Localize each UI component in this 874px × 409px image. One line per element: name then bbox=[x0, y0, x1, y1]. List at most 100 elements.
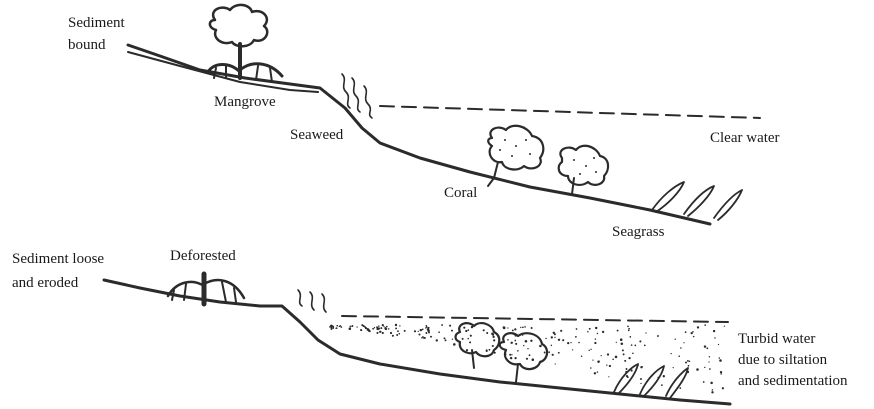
sediment-speck bbox=[397, 330, 399, 332]
sediment-speck bbox=[422, 328, 424, 330]
sediment-speck bbox=[709, 368, 711, 370]
sediment-speck bbox=[548, 351, 550, 353]
label-sediment-loose-line2: and eroded bbox=[12, 275, 78, 292]
sediment-speck bbox=[462, 338, 464, 340]
sediment-speck bbox=[489, 349, 491, 351]
sediment-speck bbox=[453, 343, 456, 346]
sediment-speck bbox=[510, 342, 512, 344]
sediment-speck bbox=[558, 339, 560, 341]
sediment-speck bbox=[374, 327, 375, 328]
sediment-speck bbox=[626, 375, 628, 377]
sediment-speck bbox=[632, 353, 634, 355]
bottom-coral-2 bbox=[500, 333, 547, 382]
sediment-speck bbox=[629, 336, 631, 338]
sediment-speck bbox=[420, 329, 422, 331]
sediment-speck bbox=[492, 345, 494, 347]
sediment-speck bbox=[469, 341, 471, 343]
sediment-speck bbox=[522, 326, 524, 328]
sediment-speck bbox=[555, 363, 556, 364]
sediment-speck bbox=[530, 340, 532, 342]
sediment-speck bbox=[511, 354, 512, 355]
sediment-speck bbox=[523, 345, 524, 346]
sediment-speck bbox=[510, 357, 512, 359]
sediment-speck bbox=[539, 345, 542, 348]
sediment-speck bbox=[467, 338, 469, 340]
sediment-speck bbox=[390, 332, 392, 334]
label-sediment-loose-line1: Sediment loose bbox=[12, 251, 104, 268]
sediment-speck bbox=[515, 343, 517, 345]
sediment-speck bbox=[336, 325, 338, 327]
sediment-speck bbox=[552, 354, 554, 356]
sediment-speck bbox=[492, 336, 494, 338]
sediment-speck bbox=[687, 360, 689, 362]
sediment-speck bbox=[627, 326, 629, 328]
sediment-speck bbox=[424, 337, 426, 339]
sediment-speck bbox=[708, 361, 709, 362]
sediment-speck bbox=[714, 337, 715, 338]
sediment-speck bbox=[532, 358, 535, 361]
sediment-speck bbox=[384, 327, 386, 329]
sediment-speck bbox=[608, 376, 609, 377]
sediment-speck bbox=[425, 332, 427, 334]
sediment-speck bbox=[520, 327, 521, 328]
sediment-speck bbox=[356, 326, 357, 327]
sediment-speck bbox=[554, 337, 555, 338]
label-mangrove: Mangrove bbox=[214, 94, 276, 111]
sediment-speck bbox=[349, 328, 352, 331]
sediment-speck bbox=[581, 355, 582, 356]
sediment-speck bbox=[396, 334, 398, 336]
sediment-speck bbox=[602, 331, 604, 333]
label-sediment-bound-line2: bound bbox=[68, 37, 106, 54]
sediment-speck bbox=[645, 332, 646, 333]
sediment-speck bbox=[483, 329, 485, 331]
sediment-speck bbox=[719, 359, 722, 362]
sediment-speck bbox=[606, 365, 607, 366]
sediment-speck bbox=[452, 339, 453, 340]
label-deforested: Deforested bbox=[170, 248, 236, 265]
sediment-speck bbox=[445, 339, 447, 341]
sediment-speck bbox=[693, 336, 694, 337]
sediment-speck bbox=[594, 342, 596, 344]
bottom-seabed-line bbox=[104, 280, 730, 404]
sediment-speck bbox=[612, 359, 614, 361]
sediment-speck bbox=[418, 331, 419, 332]
sediment-speck bbox=[428, 327, 430, 329]
sediment-speck bbox=[463, 327, 465, 329]
sediment-speck bbox=[711, 391, 713, 393]
sediment-speck bbox=[465, 330, 467, 332]
sediment-speck bbox=[558, 352, 560, 354]
sediment-speck bbox=[388, 328, 390, 330]
sediment-speck bbox=[710, 382, 713, 385]
bottom-seaweed bbox=[298, 290, 326, 312]
sediment-speck bbox=[493, 339, 495, 341]
sediment-speck bbox=[421, 337, 423, 339]
top-coral-1 bbox=[488, 126, 543, 186]
sediment-speck bbox=[567, 342, 569, 344]
sediment-speck bbox=[372, 328, 374, 330]
sediment-speck bbox=[657, 335, 659, 337]
sediment-speck bbox=[369, 331, 371, 333]
sediment-speck bbox=[713, 330, 715, 332]
sediment-speck bbox=[575, 336, 577, 338]
sediment-speck bbox=[572, 349, 573, 350]
sediment-speck bbox=[692, 331, 694, 333]
sediment-speck bbox=[514, 357, 516, 359]
sediment-speck bbox=[704, 324, 706, 326]
sediment-speck bbox=[709, 356, 710, 357]
deforested-stump bbox=[168, 274, 244, 304]
sediment-speck bbox=[607, 353, 609, 355]
sediment-speck bbox=[383, 326, 384, 327]
sediment-speck bbox=[570, 342, 571, 343]
sediment-speck bbox=[525, 341, 527, 343]
sediment-speck bbox=[595, 327, 597, 329]
sediment-speck bbox=[377, 327, 379, 329]
sediment-speck bbox=[380, 327, 382, 329]
sediment-speck bbox=[685, 362, 687, 364]
sediment-speck bbox=[404, 330, 406, 332]
sediment-speck bbox=[631, 344, 633, 346]
sediment-speck bbox=[425, 327, 426, 328]
sediment-speck bbox=[418, 333, 420, 335]
sediment-speck bbox=[673, 367, 674, 368]
sediment-speck bbox=[514, 328, 516, 330]
